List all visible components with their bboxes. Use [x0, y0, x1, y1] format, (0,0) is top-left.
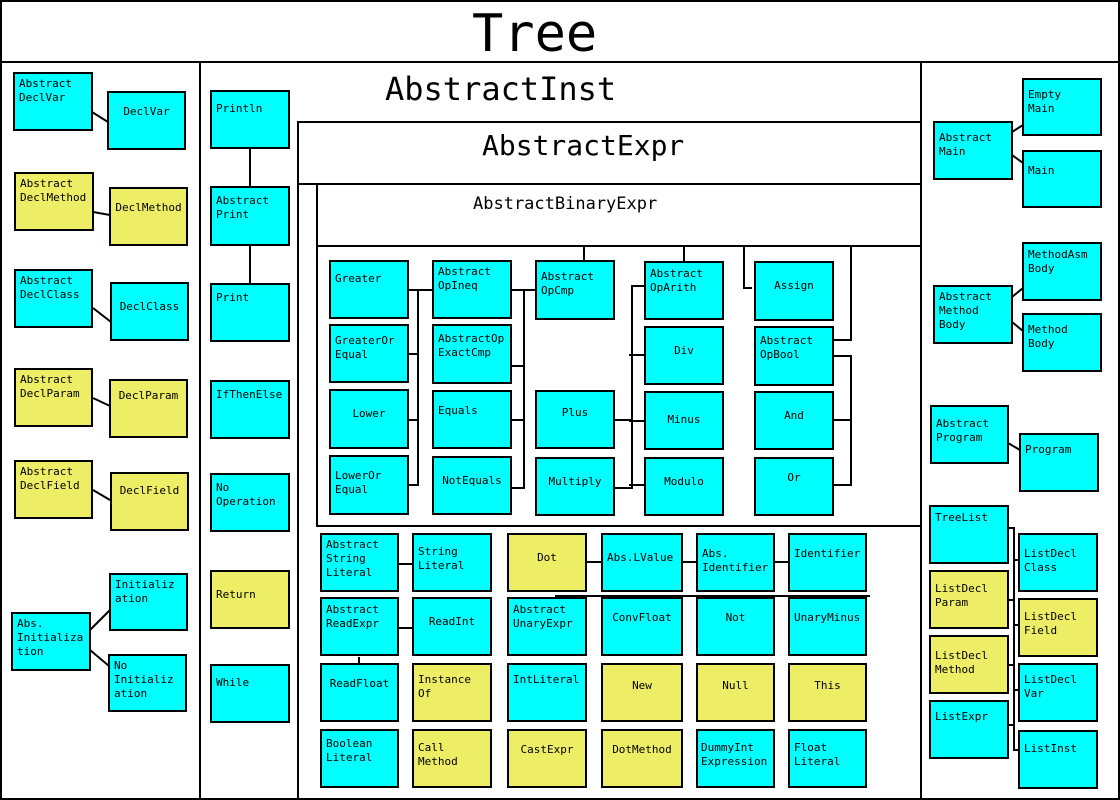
readfloat-node: ReadFloat — [320, 663, 399, 722]
string-literal-node: String Literal — [412, 533, 492, 592]
abstract-readexpr-node: Abstract ReadExpr — [320, 597, 399, 656]
listexpr-node: ListExpr — [929, 700, 1009, 759]
abstract-inst-title: AbstractInst — [385, 70, 617, 108]
castexpr-node: CastExpr — [507, 729, 587, 788]
return-node: Return — [210, 570, 290, 629]
this-node: This — [788, 663, 867, 722]
println-node: Println — [210, 90, 290, 149]
abstract-oparith-node: Abstract OpArith — [644, 261, 724, 320]
ifthenelse-node: IfThenElse — [210, 380, 290, 439]
dotmethod-node: DotMethod — [601, 729, 683, 788]
declfield-node: DeclField — [110, 472, 189, 531]
abs-lvalue-node: Abs.LValue — [601, 533, 683, 592]
float-literal-node: Float Literal — [788, 729, 867, 788]
treelist-node: TreeList — [929, 505, 1009, 564]
abs-initialization-node: Abs. Initializa tion — [11, 612, 91, 671]
method-body-node: Method Body — [1022, 313, 1102, 372]
notequals-node: NotEquals — [432, 456, 512, 515]
abstract-declparam-node: Abstract DeclParam — [14, 368, 93, 427]
listdecl-method-node: ListDecl Method — [929, 635, 1009, 694]
declmethod-node: DeclMethod — [109, 187, 188, 246]
convfloat-node: ConvFloat — [601, 597, 683, 656]
no-operation-node: No Operation — [210, 473, 290, 532]
abstract-opcmp-node: Abstract OpCmp — [535, 260, 615, 320]
dummy-int-expression-node: DummyInt Expression — [696, 729, 775, 788]
greater-node: Greater — [329, 260, 409, 319]
abstract-print-node: Abstract Print — [210, 186, 290, 246]
unaryminus-node: UnaryMinus — [788, 597, 867, 656]
abstract-program-node: Abstract Program — [930, 405, 1009, 464]
boolean-literal-node: Boolean Literal — [320, 729, 399, 788]
equals-node: Equals — [432, 390, 512, 449]
main-node: Main — [1022, 150, 1102, 208]
null-node: Null — [696, 663, 775, 722]
lower-or-equal-node: LowerOr Equal — [329, 455, 409, 515]
abstract-declfield-node: Abstract DeclField — [14, 460, 93, 519]
new-node: New — [601, 663, 683, 722]
call-method-node: Call Method — [412, 729, 492, 788]
greater-or-equal-node: GreaterOr Equal — [329, 324, 409, 383]
declvar-node: DeclVar — [107, 91, 186, 150]
declclass-node: DeclClass — [110, 282, 189, 341]
intliteral-node: IntLiteral — [507, 663, 587, 722]
lower-node: Lower — [329, 389, 409, 449]
abstract-binary-expr-title: AbstractBinaryExpr — [473, 194, 658, 214]
listdecl-var-node: ListDecl Var — [1018, 663, 1098, 722]
listdecl-class-node: ListDecl Class — [1018, 533, 1098, 592]
abs-identifier-node: Abs. Identifier — [696, 533, 775, 592]
empty-main-node: Empty Main — [1022, 78, 1102, 136]
not-node: Not — [696, 597, 775, 656]
listinst-node: ListInst — [1018, 730, 1098, 789]
program-node: Program — [1019, 433, 1099, 492]
plus-node: Plus — [535, 390, 615, 449]
div-node: Div — [644, 326, 724, 385]
abstract-unaryexpr-node: Abstract UnaryExpr — [507, 597, 587, 656]
tree-title: Tree — [472, 4, 598, 64]
abstract-opbool-node: Abstract OpBool — [754, 326, 834, 386]
initialization-node: Initializ ation — [109, 573, 188, 631]
identifier-node: Identifier — [788, 533, 867, 592]
instanceof-node: Instance Of — [412, 663, 492, 722]
readint-node: ReadInt — [412, 597, 492, 656]
or-node: Or — [754, 457, 834, 516]
modulo-node: Modulo — [644, 457, 724, 516]
listdecl-field-node: ListDecl Field — [1018, 598, 1098, 657]
abstract-declmethod-node: Abstract DeclMethod — [14, 172, 94, 231]
abstract-main-node: Abstract Main — [933, 121, 1013, 180]
listdecl-param-node: ListDecl Param — [929, 570, 1009, 629]
dot-node: Dot — [507, 533, 587, 592]
while-node: While — [210, 664, 290, 723]
abstract-method-body-node: Abstract Method Body — [933, 285, 1013, 344]
abstract-declclass-node: Abstract DeclClass — [14, 269, 93, 328]
no-initialization-node: No Initializ ation — [108, 654, 187, 712]
abstract-opineq-node: Abstract OpIneq — [432, 260, 512, 319]
abstract-opexactcmp-node: AbstractOp ExactCmp — [432, 324, 512, 384]
tree-title-band — [0, 0, 1120, 63]
abstract-declvar-node: Abstract DeclVar — [13, 72, 93, 131]
multiply-node: Multiply — [535, 457, 615, 516]
abstract-string-literal-node: Abstract String Literal — [320, 533, 399, 592]
and-node: And — [754, 391, 834, 450]
declparam-node: DeclParam — [109, 379, 188, 438]
methodasm-body-node: MethodAsm Body — [1022, 242, 1102, 301]
minus-node: Minus — [644, 391, 724, 450]
abstract-expr-title: AbstractExpr — [482, 129, 685, 162]
print-node: Print — [210, 283, 290, 342]
abstract-binary-expr-title-band — [316, 183, 922, 247]
assign-node: Assign — [754, 261, 834, 321]
